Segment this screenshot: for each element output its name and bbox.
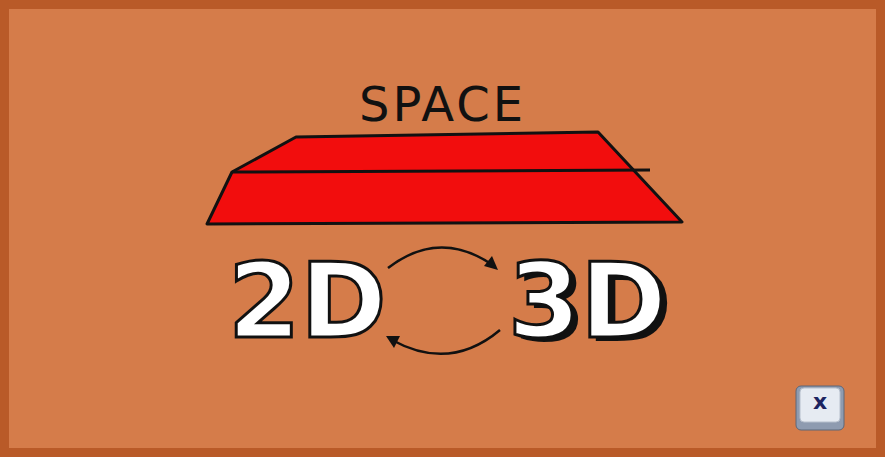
background-panel: [9, 9, 876, 448]
solid-lettering: 3D: [508, 240, 667, 362]
close-mark: x: [795, 389, 845, 414]
close-button: x: [795, 385, 845, 431]
title-word: SPACE: [0, 76, 885, 132]
flat-lettering: 2D: [228, 240, 387, 362]
